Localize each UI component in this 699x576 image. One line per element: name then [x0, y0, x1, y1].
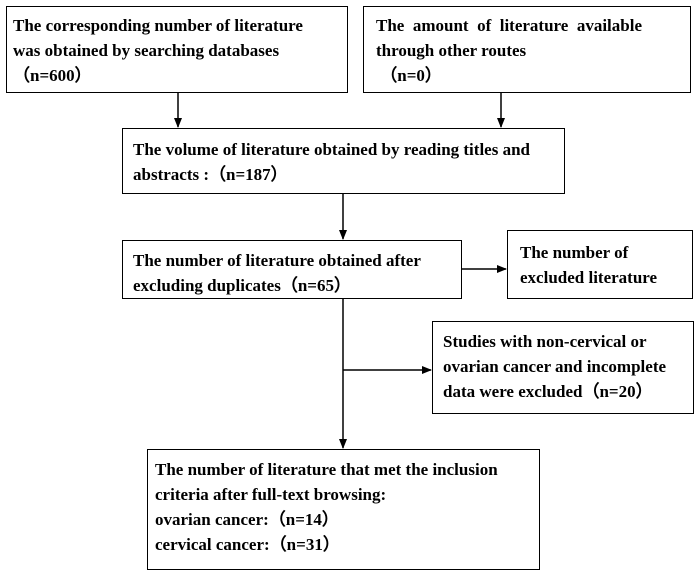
duplicates-removed-box: The number of literature obtained after …	[122, 240, 462, 299]
excluded-literature-line-1: The number of	[520, 243, 629, 262]
excluded-studies-line-1: Studies with non-cervical or	[443, 332, 647, 351]
database-search-line-1: The corresponding number of literature	[13, 16, 303, 35]
other-routes-box: The amount of literature available throu…	[363, 6, 691, 93]
titles-abstracts-line-1: The volume of literature obtained by rea…	[133, 140, 530, 159]
ovarian-cancer-count: ovarian cancer:（n=14）	[155, 510, 339, 529]
excluded-studies-line-3: data were excluded（n=20）	[443, 382, 653, 401]
other-routes-line-1: The amount of literature available	[376, 16, 642, 35]
database-search-count: （n=600）	[13, 66, 92, 85]
database-search-line-2: was obtained by searching databases	[13, 41, 280, 60]
titles-abstracts-box: The volume of literature obtained by rea…	[122, 128, 565, 194]
other-routes-count: （n=0）	[376, 66, 442, 85]
duplicates-removed-line-2: excluding duplicates（n=65）	[133, 276, 351, 295]
other-routes-line-2: through other routes	[376, 41, 527, 60]
excluded-studies-line-2: ovarian cancer and incomplete	[443, 357, 667, 376]
excluded-studies-box: Studies with non-cervical or ovarian can…	[432, 321, 694, 414]
included-studies-line-1: The number of literature that met the in…	[155, 460, 498, 479]
database-search-box: The corresponding number of literature w…	[6, 6, 348, 93]
included-studies-box: The number of literature that met the in…	[147, 449, 540, 570]
duplicates-removed-line-1: The number of literature obtained after	[133, 251, 421, 270]
titles-abstracts-line-2: abstracts :（n=187）	[133, 165, 288, 184]
excluded-literature-line-2: excluded literature	[520, 268, 658, 287]
excluded-literature-box: The number of excluded literature	[507, 230, 693, 299]
cervical-cancer-count: cervical cancer:（n=31）	[155, 535, 340, 554]
included-studies-line-2: criteria after full-text browsing:	[155, 485, 387, 504]
